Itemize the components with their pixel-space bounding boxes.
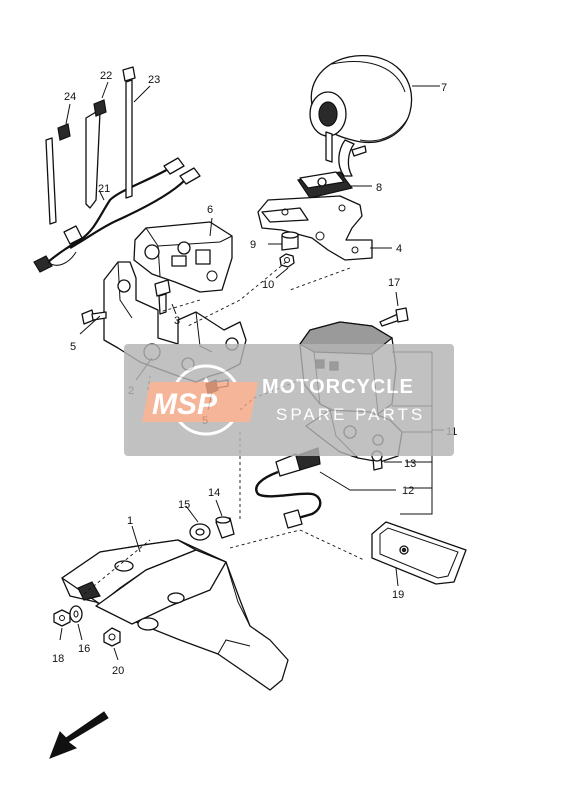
label-17: 17 (388, 277, 400, 289)
part-3-bolt (154, 279, 171, 315)
label-7: 7 (441, 82, 447, 94)
part-9-grommet (281, 231, 299, 251)
watermark-line2: SPARE PARTS (276, 405, 425, 424)
watermark-logo: MSP (152, 388, 218, 421)
part-8-stay (296, 171, 354, 199)
part-6-bracket (133, 221, 233, 293)
label-6: 6 (207, 204, 213, 216)
label-24: 24 (64, 91, 76, 103)
watermark-band (124, 344, 454, 456)
part-4-bracket (257, 195, 373, 261)
label-18: 18 (52, 653, 64, 665)
label-19: 19 (392, 589, 404, 601)
watermark-line1: MOTORCYCLE (262, 376, 414, 398)
label-5-left: 5 (70, 341, 76, 353)
label-9: 9 (250, 239, 256, 251)
part-19-license-lens (371, 521, 467, 585)
label-12: 12 (402, 485, 414, 497)
label-22: 22 (100, 70, 112, 82)
part-24-band (45, 123, 71, 225)
label-21: 21 (98, 183, 110, 195)
label-3: 3 (174, 315, 180, 327)
part-17-screw (379, 307, 409, 327)
part-16-washer (69, 605, 83, 623)
part-22-band (85, 99, 107, 209)
label-23: 23 (148, 74, 160, 86)
label-13: 13 (404, 458, 416, 470)
watermark: MSP MOTORCYCLE SPARE PARTS (124, 344, 454, 456)
label-10: 10 (262, 279, 274, 291)
watermark-logo-badge (142, 382, 258, 422)
part-15-grommet (189, 523, 211, 541)
part-21-wire-harness (33, 157, 201, 273)
label-8: 8 (376, 182, 382, 194)
front-direction-arrow-icon (49, 711, 109, 759)
label-4: 4 (396, 243, 402, 255)
part-20-nut (103, 627, 121, 647)
label-15: 15 (178, 499, 190, 511)
label-20: 20 (112, 665, 124, 677)
part-labels: 7 8 4 9 10 6 3 5 2 5 21 22 23 24 17 11 1… (52, 70, 457, 677)
part-12-socket-cord (255, 447, 322, 529)
label-16: 16 (78, 643, 90, 655)
part-1-rear-fender (61, 539, 289, 691)
label-14: 14 (208, 487, 220, 499)
label-1: 1 (127, 515, 133, 527)
part-14-collar (215, 516, 235, 539)
part-10-nut (279, 253, 295, 268)
part-7-housing (309, 55, 413, 177)
part-5-bolt-left (81, 309, 107, 325)
part-18-nut (53, 609, 71, 627)
part-23-band (122, 66, 136, 199)
